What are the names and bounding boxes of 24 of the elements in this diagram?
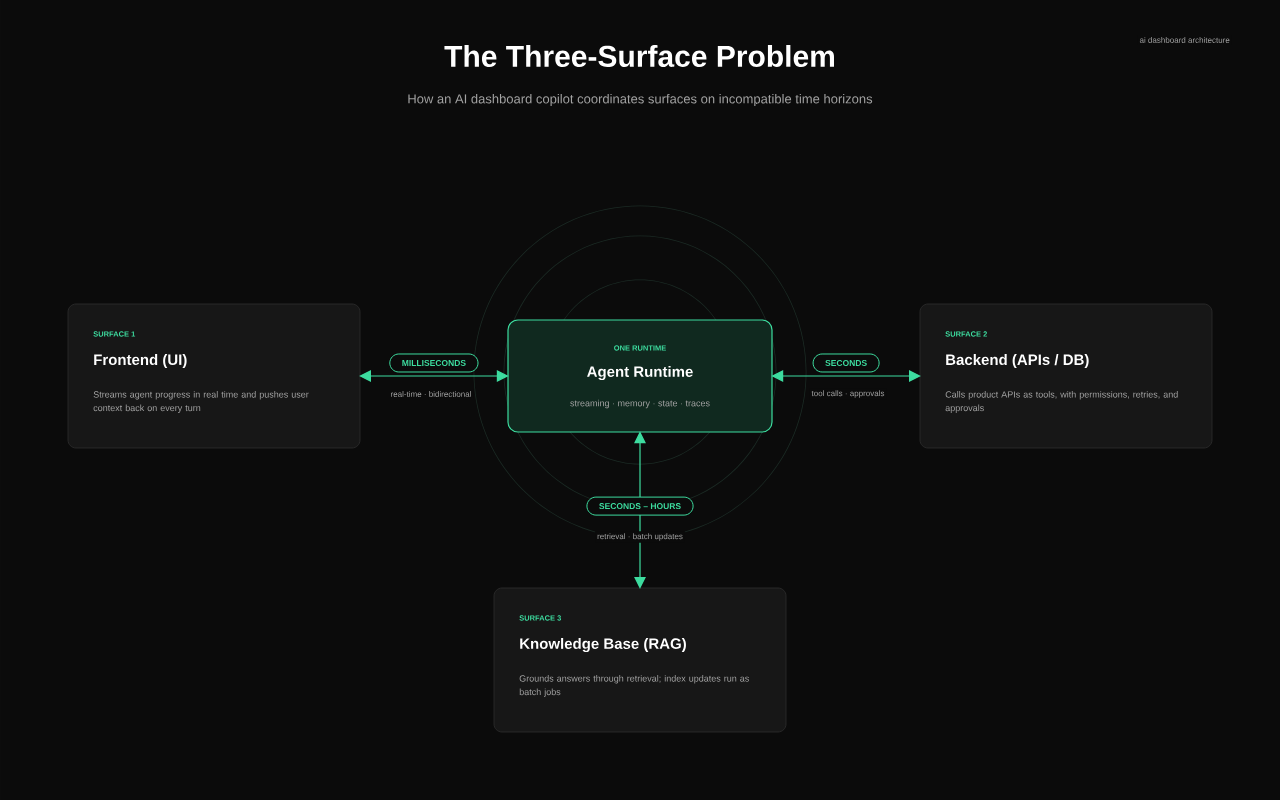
title: The Three-Surface Problem <box>444 45 834 67</box>
edge-caption: retrieval · batch updates <box>595 531 685 543</box>
surface-card <box>67 303 361 449</box>
heading: Backend (APIs / DB) <box>946 354 1089 368</box>
description: Calls product APIs as tools, with permissions, retries, and approvals <box>945 391 1178 413</box>
edge-label: MILLISECONDS <box>389 353 479 373</box>
edge-label: SECONDS <box>812 353 880 373</box>
subtitle: How an AI dashboard copilot coordinates surfaces on incompatible time horizons <box>408 93 873 107</box>
edge-label: SECONDS – HOURS <box>586 496 694 516</box>
header-note: ai dashboard architecture <box>1137 35 1232 45</box>
edge-caption: real-time · bidirectional <box>388 389 474 399</box>
arrow <box>359 370 508 382</box>
heading: Agent Runtime <box>587 365 693 381</box>
arrow <box>772 370 921 382</box>
surface-card <box>919 303 1213 449</box>
heading: Knowledge Base (RAG) <box>520 637 686 652</box>
arrow <box>634 432 646 589</box>
description: Streams agent progress in real time and pushes user context back on every turn <box>93 391 309 413</box>
surface-card <box>493 587 787 733</box>
heading: Frontend (UI) <box>94 354 187 368</box>
edge-caption: tool calls · approvals <box>809 388 887 400</box>
description: Grounds answers through retrieval; index updates run as batch jobs <box>519 675 749 697</box>
description: streaming · memory · state · traces <box>570 399 710 409</box>
runtime-box <box>507 319 773 433</box>
